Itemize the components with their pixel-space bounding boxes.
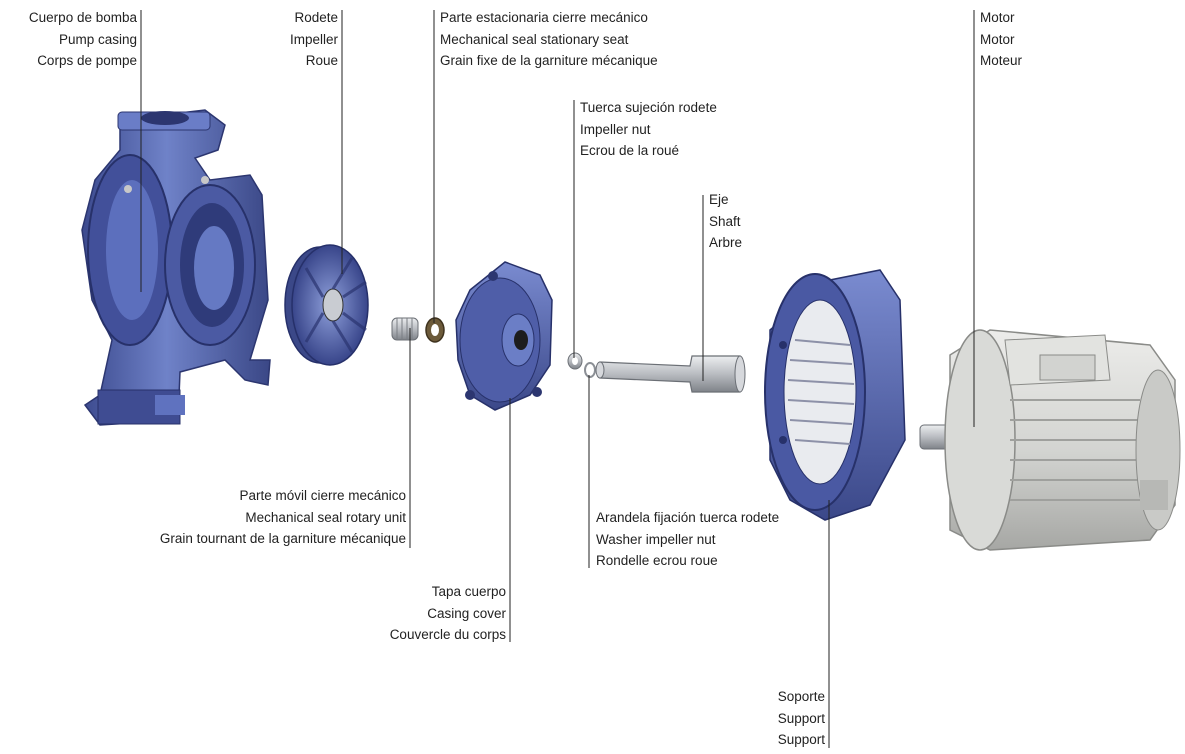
label-shaft-en: Shaft [709,211,789,233]
label-impeller-nut-es: Tuerca sujeción rodete [580,97,780,119]
seal-stationary-illustration [426,318,444,342]
washer-illustration [585,363,595,377]
label-motor-fr: Moteur [980,50,1060,72]
label-casing-cover-fr: Couvercle du corps [356,624,506,646]
label-shaft-es: Eje [709,189,789,211]
label-impeller-en: Impeller [238,29,338,51]
casing-cover-illustration [456,262,552,410]
shaft-illustration [596,356,745,392]
pump-casing-illustration [82,110,270,425]
label-impeller-nut-en: Impeller nut [580,119,780,141]
label-impeller-fr: Roue [238,50,338,72]
label-seal-rotary-en: Mechanical seal rotary unit [100,507,406,529]
label-pump-casing-en: Pump casing [9,29,137,51]
label-support-fr: Support [735,729,825,751]
seal-rotary-illustration [392,318,418,340]
label-washer: Arandela fijación tuerca rodete Washer i… [596,507,836,572]
label-casing-cover: Tapa cuerpo Casing cover Couvercle du co… [356,581,506,646]
label-motor-es: Motor [980,7,1060,29]
label-seal-rotary-es: Parte móvil cierre mecánico [100,485,406,507]
label-washer-es: Arandela fijación tuerca rodete [596,507,836,529]
label-casing-cover-en: Casing cover [356,603,506,625]
label-seal-stationary-en: Mechanical seal stationary seat [440,29,730,51]
impeller-illustration [285,245,368,365]
label-support-es: Soporte [735,686,825,708]
label-seal-rotary-fr: Grain tournant de la garniture mécanique [100,528,406,550]
label-washer-en: Washer impeller nut [596,529,836,551]
label-impeller-nut-fr: Ecrou de la roué [580,140,780,162]
label-impeller-es: Rodete [238,7,338,29]
label-impeller-nut: Tuerca sujeción rodete Impeller nut Ecro… [580,97,780,162]
label-seal-stationary-fr: Grain fixe de la garniture mécanique [440,50,730,72]
label-pump-casing-fr: Corps de pompe [9,50,137,72]
label-shaft-fr: Arbre [709,232,789,254]
label-casing-cover-es: Tapa cuerpo [356,581,506,603]
label-motor-en: Motor [980,29,1060,51]
label-support: Soporte Support Support [735,686,825,751]
impeller-nut-illustration [568,353,582,369]
support-illustration [765,270,905,520]
label-pump-casing: Cuerpo de bomba Pump casing Corps de pom… [9,7,137,72]
label-motor: Motor Motor Moteur [980,7,1060,72]
label-seal-rotary: Parte móvil cierre mecánico Mechanical s… [100,485,406,550]
label-washer-fr: Rondelle ecrou roue [596,550,836,572]
label-pump-casing-es: Cuerpo de bomba [9,7,137,29]
label-seal-stationary-es: Parte estacionaria cierre mecánico [440,7,730,29]
label-shaft: Eje Shaft Arbre [709,189,789,254]
motor-illustration [920,330,1180,550]
label-impeller: Rodete Impeller Roue [238,7,338,72]
label-support-en: Support [735,708,825,730]
label-seal-stationary: Parte estacionaria cierre mecánico Mecha… [440,7,730,72]
